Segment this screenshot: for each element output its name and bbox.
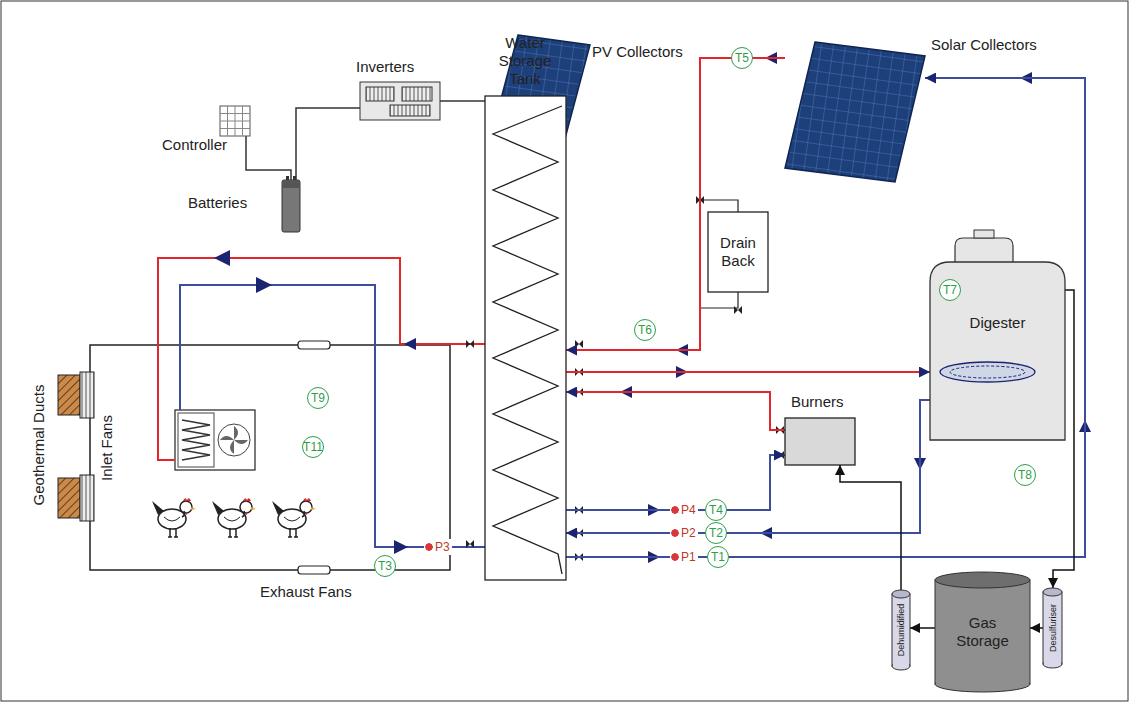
component-label: Burners xyxy=(791,393,844,411)
water-pipe xyxy=(566,371,930,373)
pump-callout: P1 xyxy=(670,549,698,565)
component-label: Inverters xyxy=(356,58,414,76)
pump-callout: P4 xyxy=(670,502,698,518)
water-pipe xyxy=(566,400,930,533)
power-wire xyxy=(246,136,291,180)
water-pipe xyxy=(566,58,785,350)
flow-arrows xyxy=(214,52,1091,563)
power-wire xyxy=(296,108,360,180)
component-shape xyxy=(360,82,440,120)
component-label: Drain Back xyxy=(715,234,761,270)
house-loop-pipes xyxy=(158,258,485,547)
part-label: Exhaust Fans xyxy=(260,583,352,600)
water-pipe xyxy=(566,392,785,430)
temperature-callout: T2 xyxy=(705,522,727,544)
component-label: Gas Storage xyxy=(942,614,1023,650)
poultry-house xyxy=(58,341,450,574)
component-node: Batteries xyxy=(282,180,300,232)
temperature-callout: T3 xyxy=(374,555,396,577)
component-node: Drain Back xyxy=(708,212,768,292)
temperature-callout: T7 xyxy=(939,279,961,301)
component-node: Dehumidified xyxy=(892,590,910,670)
temperature-callout: T1 xyxy=(707,546,729,568)
part-label: Inlet Fans xyxy=(98,415,115,481)
temperature-callout: T4 xyxy=(705,499,727,521)
gas-line xyxy=(840,465,901,590)
component-node: Water Storage Tank xyxy=(485,96,566,580)
component-node: Inverters xyxy=(360,82,440,120)
component-node: Controller xyxy=(220,106,250,136)
pump-callout: P2 xyxy=(670,525,698,541)
temperature-callout: T6 xyxy=(634,319,656,341)
component-shape xyxy=(785,42,925,182)
temperature-callout: T5 xyxy=(731,47,753,69)
component-shape xyxy=(220,106,250,136)
component-label: Solar Collectors xyxy=(931,36,1037,54)
component-shape xyxy=(282,180,300,232)
component-label: Desulfuriser xyxy=(1048,604,1058,652)
component-label: Water Storage Tank xyxy=(490,34,560,88)
temperature-callout: T11 xyxy=(302,436,324,458)
text-wrap: Gas Storage xyxy=(935,572,1030,692)
pump-callout: P3 xyxy=(424,539,452,555)
temperature-callout: T9 xyxy=(307,387,329,409)
component-shape xyxy=(785,418,855,465)
text-wrap: Drain Back xyxy=(708,212,768,292)
component-node: Gas Storage xyxy=(935,572,1030,692)
digester-dome xyxy=(955,230,1013,262)
component-node: Solar Collectors xyxy=(785,42,925,182)
component-label: Batteries xyxy=(188,194,247,212)
part-label: Geothermal Ducts xyxy=(30,385,47,506)
heater-unit xyxy=(175,410,255,470)
gas-line xyxy=(1030,627,1043,629)
power-wire xyxy=(440,100,490,102)
gas-line xyxy=(910,627,935,629)
component-shape xyxy=(485,96,566,580)
component-label: Dehumidified xyxy=(896,604,906,657)
component-node: Desulfuriser xyxy=(1043,588,1062,668)
component-label: PV Collectors xyxy=(592,43,683,61)
component-node: Burners xyxy=(785,418,855,465)
temperature-callout: T8 xyxy=(1014,464,1036,486)
component-label: Digester xyxy=(930,314,1065,332)
component-label: Controller xyxy=(162,136,227,154)
